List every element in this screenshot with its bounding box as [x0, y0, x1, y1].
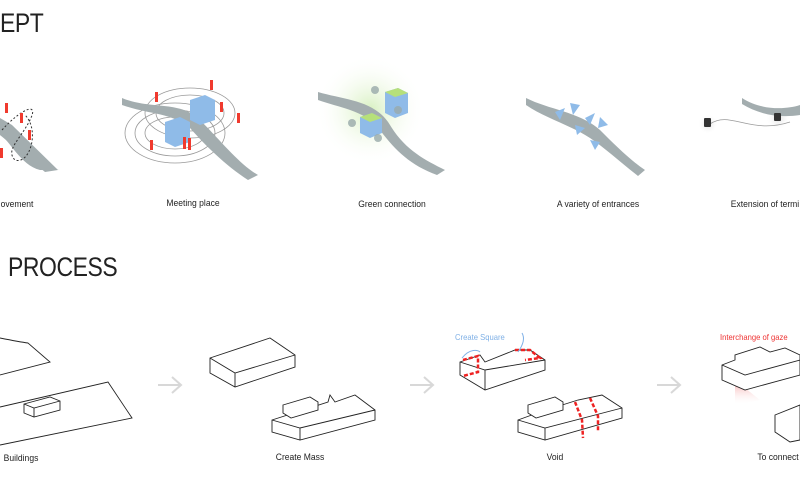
process-caption-create-mass: Create Mass [275, 452, 325, 463]
connect-drawing [721, 346, 800, 443]
green-connection-diagram [315, 55, 445, 175]
meeting-place-diagram [122, 80, 258, 180]
movement-diagram [0, 103, 60, 172]
buildings-drawing [0, 337, 133, 446]
process-caption-buildings: Buildings [3, 453, 39, 464]
square-arrow-icon [461, 349, 481, 359]
interchange-of-gaze-note: Interchange of gaze [720, 332, 788, 342]
concept-caption-green-connection: Green connection [358, 199, 426, 210]
concept-caption-meeting-place: Meeting place [166, 198, 220, 209]
terminal-extension-diagram [698, 98, 800, 134]
concept-caption-terminal: Extension of termi [730, 199, 800, 210]
process-title: PROCESS [8, 252, 118, 282]
create-mass-drawing [209, 337, 376, 441]
entrances-diagram [526, 98, 645, 176]
process-arrows [158, 376, 682, 394]
concept-caption-movement: ovement [0, 199, 34, 210]
void-drawing [459, 349, 623, 441]
void-highlight [462, 348, 600, 439]
process-caption-void: Void [546, 452, 564, 463]
concept-title: EPT [0, 8, 44, 38]
process-caption-connect: To connect [757, 452, 799, 463]
create-square-note: Create Square [455, 332, 505, 342]
concept-caption-entrances: A variety of entrances [556, 199, 640, 210]
square-arrow-icon [517, 332, 524, 353]
